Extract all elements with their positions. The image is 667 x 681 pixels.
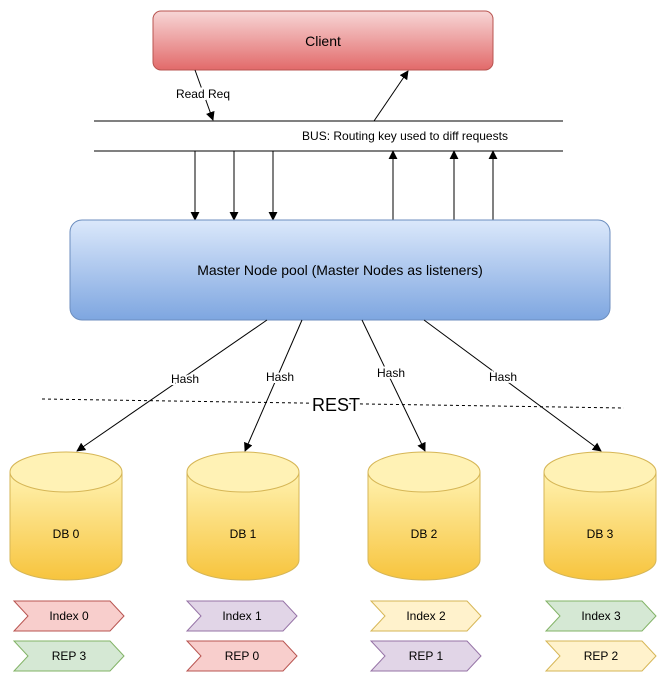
hash-label: Hash <box>171 372 199 386</box>
hash-arrow <box>361 319 426 452</box>
index-tag: Index 3 <box>544 600 657 632</box>
replica-tag: REP 0 <box>185 640 298 672</box>
index-label: Index 2 <box>406 609 446 623</box>
hash-label: Hash <box>377 366 405 380</box>
index-label: Index 0 <box>49 609 89 623</box>
index-tag: Index 0 <box>12 600 125 632</box>
replica-label: REP 3 <box>52 649 87 663</box>
master-node-pool: Master Node pool (Master Nodes as listen… <box>69 219 611 321</box>
replica-label: REP 2 <box>584 649 619 663</box>
client-label: Client <box>305 33 341 49</box>
database-label: DB 2 <box>411 527 438 541</box>
hash-label: Hash <box>266 370 294 384</box>
response-to-client-arrow <box>373 70 409 122</box>
database-label: DB 1 <box>230 527 257 541</box>
replica-tag: REP 1 <box>369 640 482 672</box>
replica-label: REP 1 <box>409 649 444 663</box>
hash-arrow <box>423 319 602 452</box>
hash-arrow <box>76 319 268 452</box>
replica-tag: REP 3 <box>12 640 125 672</box>
database-label: DB 0 <box>53 527 80 541</box>
read-request-label: Read Req <box>176 87 230 101</box>
hash-arrow <box>244 319 303 452</box>
replica-label: REP 0 <box>225 649 260 663</box>
database-db3: DB 3 <box>543 451 657 581</box>
rest-boundary-line <box>41 398 625 409</box>
database-label: DB 3 <box>587 527 614 541</box>
bus-label: BUS: Routing key used to diff requests <box>302 129 508 143</box>
index-label: Index 1 <box>222 609 262 623</box>
master-node-pool-label: Master Node pool (Master Nodes as listen… <box>197 262 483 278</box>
database-db2: DB 2 <box>367 451 481 581</box>
hash-label: Hash <box>489 370 517 384</box>
database-db1: DB 1 <box>186 451 300 581</box>
index-tag: Index 1 <box>185 600 298 632</box>
index-tag: Index 2 <box>369 600 482 632</box>
replica-tag: REP 2 <box>544 640 657 672</box>
client-box: Client <box>152 10 494 71</box>
database-db0: DB 0 <box>9 451 123 581</box>
index-label: Index 3 <box>581 609 621 623</box>
read-request-arrow <box>194 69 215 121</box>
rest-label: REST <box>312 395 360 415</box>
bus: BUS: Routing key used to diff requests <box>94 120 563 152</box>
